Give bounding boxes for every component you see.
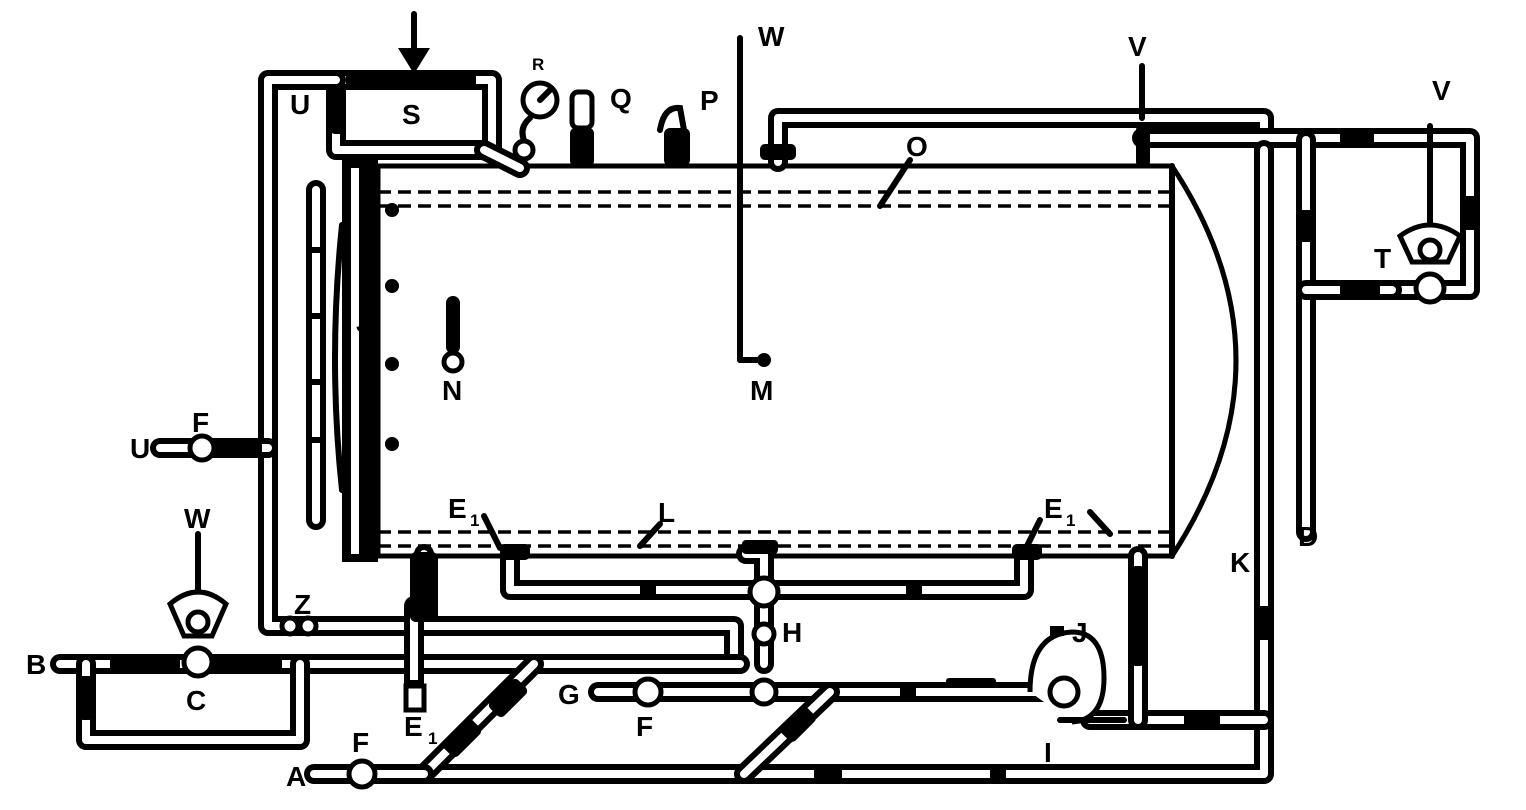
label-h: H [782, 617, 802, 648]
label-a: A [286, 761, 306, 792]
label-o: O [906, 131, 928, 162]
valve-f-mid [632, 676, 664, 708]
label-v-right: V [1432, 75, 1451, 106]
pump-j [1027, 626, 1127, 725]
safety-valve-q [569, 89, 595, 166]
label-e-left: E [448, 493, 467, 524]
diagonal-couplings [442, 678, 816, 758]
label-l: L [658, 497, 675, 528]
label-s: S [402, 99, 421, 130]
pressure-gauge-r [512, 80, 560, 162]
water-gauge-column [306, 180, 326, 530]
label-m: M [750, 375, 773, 406]
label-e-bottom-sub: 1 [428, 729, 437, 748]
label-q: Q [610, 83, 632, 114]
drain-e1 [403, 683, 427, 713]
label-u-top: U [290, 89, 310, 120]
label-n: N [442, 375, 462, 406]
label-e-bottom: E [404, 711, 423, 742]
label-f-left: F [192, 407, 209, 438]
steam-trap-z [279, 615, 319, 637]
label-w-left: W [184, 503, 211, 534]
door-bolt [385, 279, 399, 293]
door-bolt [385, 437, 399, 451]
label-c: C [186, 685, 206, 716]
chamber-door [342, 160, 378, 562]
label-f-bottom: F [352, 727, 369, 758]
jacket-loop-s [326, 70, 530, 178]
label-u-left: U [130, 433, 150, 464]
label-e-right-sub: 1 [1066, 511, 1075, 530]
steam-valve-s [398, 11, 430, 74]
valve-t [1396, 123, 1464, 305]
probe-w [737, 35, 771, 367]
labels: W V V R Q P U S O J N M T D U F W Z E 1 … [26, 21, 1451, 792]
label-g: G [558, 679, 580, 710]
thermometer-n [441, 296, 465, 374]
label-r: R [532, 55, 544, 74]
label-e-left-sub: 1 [470, 511, 479, 530]
label-k: K [1230, 547, 1250, 578]
label-b: B [26, 649, 46, 680]
valve-f-left [187, 433, 217, 463]
valve-f-bottom [346, 758, 378, 790]
label-v-top: V [1128, 31, 1147, 62]
label-p: P [700, 85, 719, 116]
valve-h [747, 575, 781, 707]
door-bolt [385, 357, 399, 371]
valve-c [166, 531, 230, 679]
label-t: T [1374, 243, 1391, 274]
label-e-right: E [1044, 493, 1063, 524]
label-j-glass: J [356, 307, 372, 338]
valve-p [657, 104, 690, 166]
leader-lines [481, 63, 1145, 551]
label-i: I [1044, 737, 1052, 768]
door-bolt [385, 203, 399, 217]
label-d: D [1298, 521, 1318, 552]
label-f-mid: F [636, 711, 653, 742]
label-j-pump: J [1072, 617, 1088, 648]
label-z: Z [294, 589, 311, 620]
chamber [332, 160, 1239, 562]
label-w-top: W [758, 21, 785, 52]
